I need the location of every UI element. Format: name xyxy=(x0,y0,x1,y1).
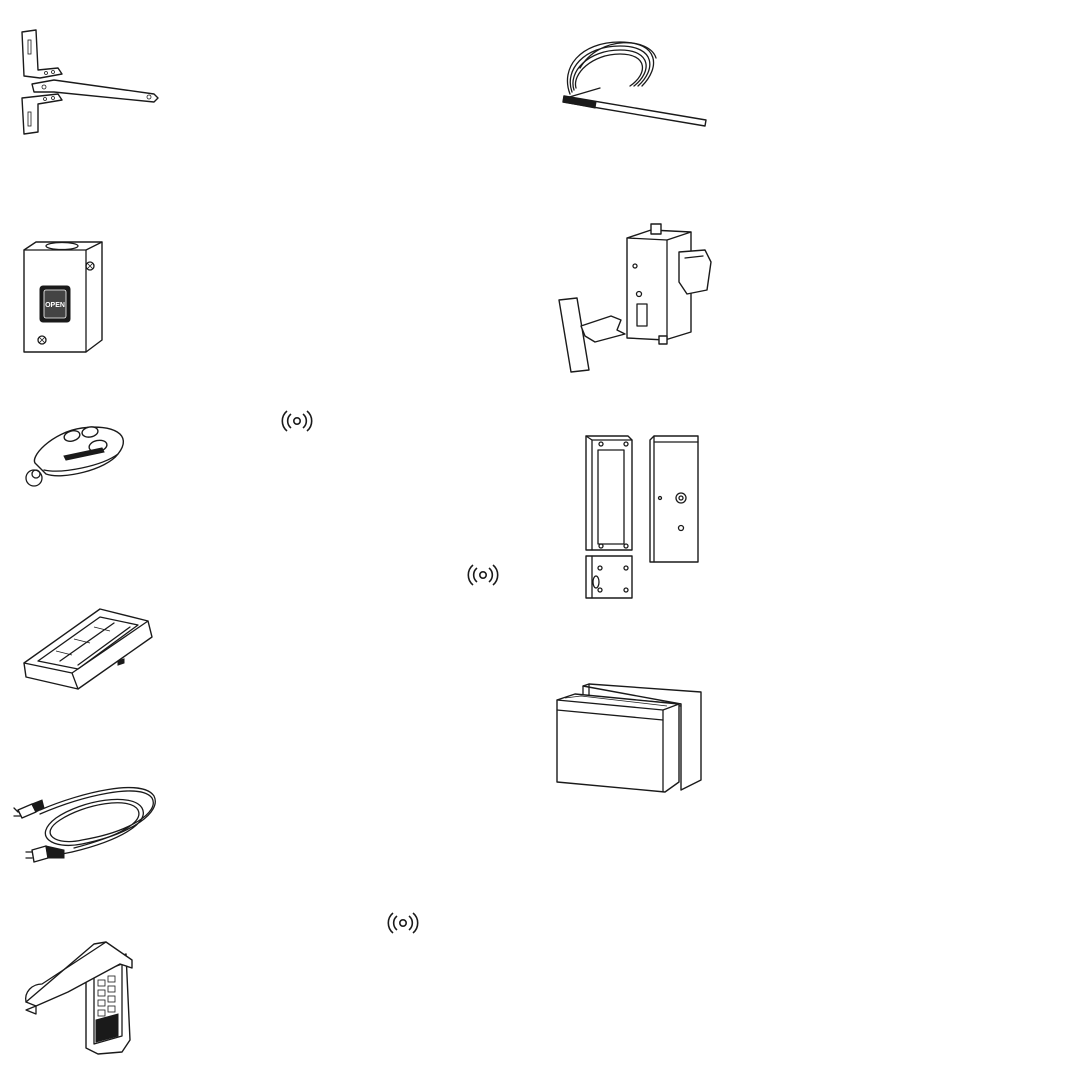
wireless-keypad-illustration xyxy=(22,940,137,1060)
wireless-signal-icon xyxy=(470,564,496,586)
visor-remote-illustration xyxy=(20,605,160,700)
open-button-label: OPEN xyxy=(45,302,65,309)
batteries-illustration xyxy=(555,682,705,797)
magnetic-lock-illustration xyxy=(580,432,705,604)
open-control-station-illustration: OPEN xyxy=(22,240,107,355)
power-cord-illustration xyxy=(12,778,162,866)
gate-lock-illustration xyxy=(555,222,720,377)
keychain-remote-illustration xyxy=(22,418,132,493)
mounting-bracket-illustration xyxy=(18,28,163,138)
wireless-signal-icon xyxy=(390,912,416,934)
wireless-signal-icon xyxy=(284,410,310,432)
antenna-illustration xyxy=(560,28,715,128)
